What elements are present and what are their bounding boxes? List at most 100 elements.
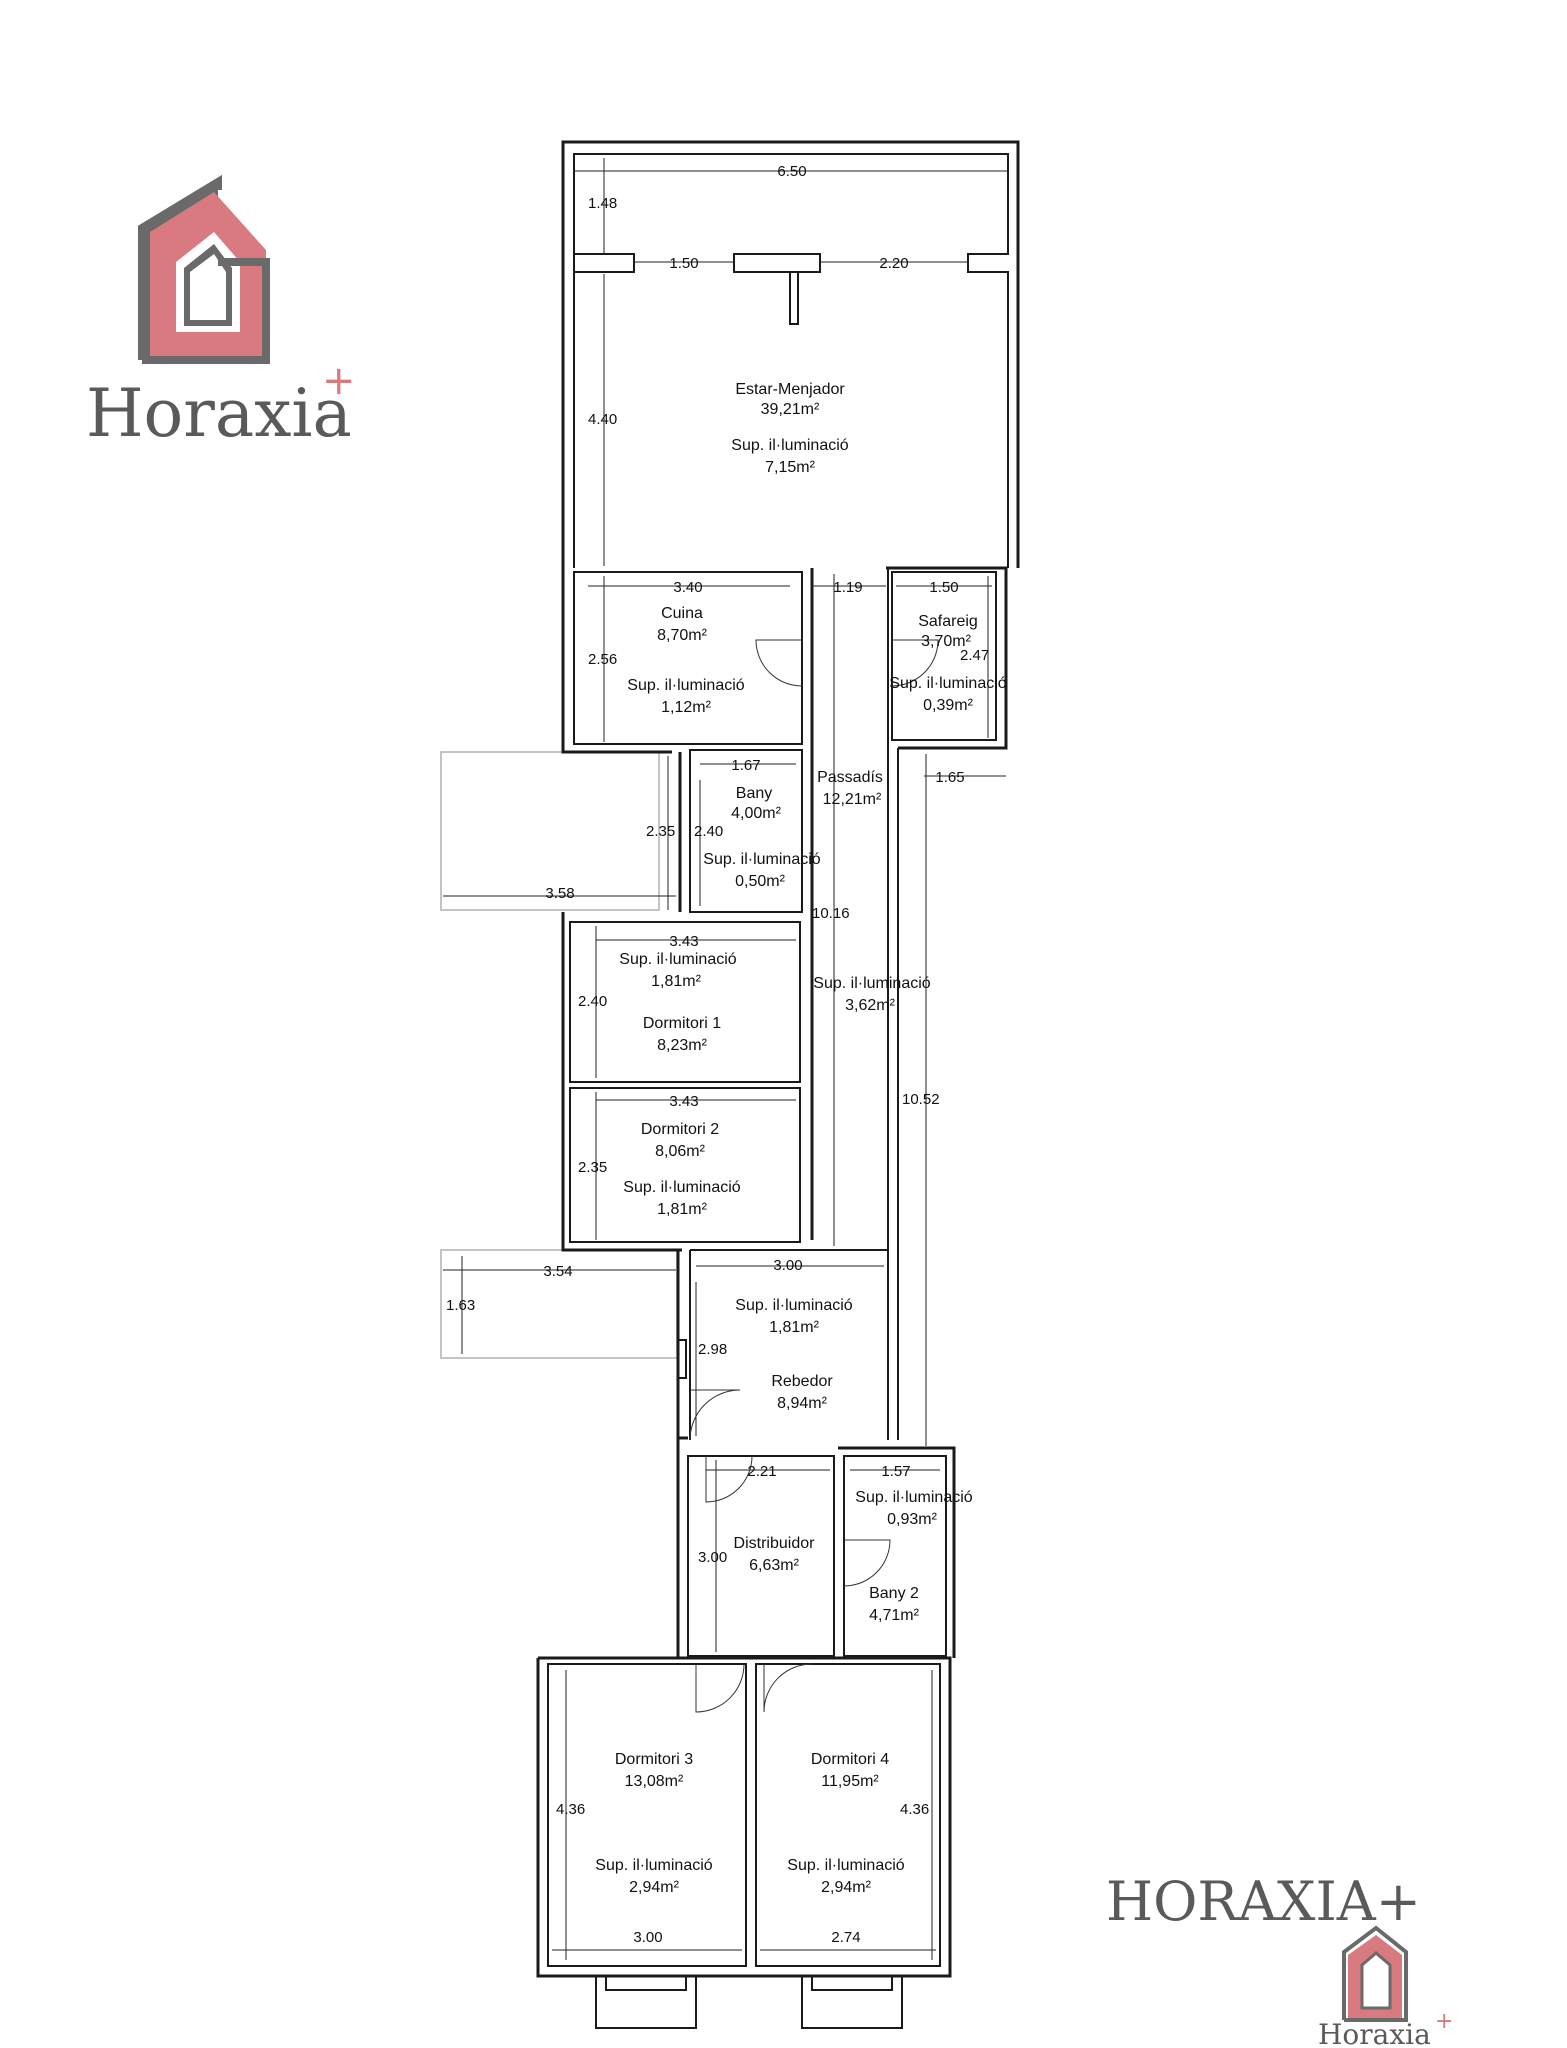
dim-343b: 3.43 bbox=[669, 1093, 698, 1110]
room-dormitori-3: Dormitori 3 13,08m² Sup. il·luminació 2,… bbox=[595, 1751, 712, 1896]
room-name: Bany 2 bbox=[869, 1585, 919, 1602]
room-light-label: Sup. il·luminació bbox=[703, 851, 820, 868]
logo-top-left: Horaxia + bbox=[86, 174, 356, 452]
room-area: 4,00m² bbox=[731, 805, 781, 822]
dim-1052: 10.52 bbox=[902, 1091, 940, 1108]
dim-165: 1.65 bbox=[935, 769, 964, 786]
logo-bottom-right-small-plus: + bbox=[1435, 2009, 1453, 2034]
room-area: 8,94m² bbox=[777, 1395, 827, 1412]
room-area: 12,21m² bbox=[823, 791, 882, 808]
room-area: 11,95m² bbox=[821, 1773, 879, 1790]
dim-354: 3.54 bbox=[543, 1263, 572, 1280]
room-name: Passadís bbox=[817, 769, 883, 786]
room-passadis: Passadís 12,21m² Sup. il·luminació 3,62m… bbox=[813, 769, 930, 1014]
dim-436b: 4.36 bbox=[900, 1801, 929, 1818]
doors bbox=[689, 639, 939, 1713]
room-light-label: Sup. il·luminació bbox=[731, 437, 848, 454]
dim-256: 2.56 bbox=[588, 651, 617, 668]
dim-157: 1.57 bbox=[881, 1463, 910, 1480]
room-light-label: Sup. il·luminació bbox=[855, 1489, 972, 1506]
room-light-area: 0,93m² bbox=[887, 1511, 937, 1528]
logo-bottom-right: HORAXIA+ Horaxia + bbox=[1106, 1870, 1453, 2048]
room-light-label: Sup. il·luminació bbox=[787, 1857, 904, 1874]
logo-top-left-plus: + bbox=[322, 358, 356, 404]
dim-247: 2.47 bbox=[960, 647, 989, 664]
room-area: 39,21m² bbox=[761, 401, 820, 418]
logo-bottom-right-small-text: Horaxia bbox=[1318, 2018, 1431, 2048]
dim-163: 1.63 bbox=[446, 1297, 475, 1314]
room-area: 4,71m² bbox=[869, 1607, 919, 1624]
room-dormitori-2: Dormitori 2 8,06m² Sup. il·luminació 1,8… bbox=[623, 1121, 740, 1218]
room-light-label: Sup. il·luminació bbox=[813, 975, 930, 992]
dim-221: 2.21 bbox=[747, 1463, 776, 1480]
room-dormitori-1: Sup. il·luminació 1,81m² Dormitori 1 8,2… bbox=[619, 951, 736, 1054]
room-area: 8,70m² bbox=[657, 627, 707, 644]
room-name: Cuina bbox=[661, 605, 703, 622]
dim-300a: 3.00 bbox=[773, 1257, 802, 1274]
dim-150a: 1.50 bbox=[669, 255, 698, 272]
room-name: Dormitori 2 bbox=[641, 1121, 719, 1138]
room-light-area: 3,62m² bbox=[845, 997, 895, 1014]
dim-300c: 3.00 bbox=[633, 1929, 662, 1946]
room-area: 3,70m² bbox=[921, 633, 971, 650]
room-name: Dormitori 4 bbox=[811, 1751, 889, 1768]
dim-150b: 1.50 bbox=[929, 579, 958, 596]
room-dormitori-4: Dormitori 4 11,95m² Sup. il·luminació 2,… bbox=[787, 1751, 904, 1896]
dim-650: 6.50 bbox=[777, 163, 806, 180]
dim-119: 1.19 bbox=[833, 579, 862, 596]
dimension-lines bbox=[443, 158, 1008, 1960]
room-light-area: 7,15m² bbox=[765, 459, 815, 476]
room-light-area: 0,39m² bbox=[923, 697, 973, 714]
room-name: Bany bbox=[736, 785, 772, 802]
room-name: Dormitori 1 bbox=[643, 1015, 721, 1032]
room-light-label: Sup. il·luminació bbox=[735, 1297, 852, 1314]
room-area: 8,23m² bbox=[657, 1037, 707, 1054]
logo-top-left-text: Horaxia bbox=[86, 375, 352, 452]
room-light-area: 1,81m² bbox=[769, 1319, 819, 1336]
room-light-area: 0,50m² bbox=[735, 873, 785, 890]
room-labels: Estar-Menjador 39,21m² Sup. il·luminació… bbox=[595, 381, 1006, 1896]
room-area: 13,08m² bbox=[625, 1773, 684, 1790]
room-distribuidor: Distribuidor 6,63m² bbox=[734, 1535, 816, 1574]
room-light-area: 1,12m² bbox=[661, 699, 711, 716]
room-estar-menjador: Estar-Menjador 39,21m² Sup. il·luminació… bbox=[731, 381, 848, 476]
room-bany-2: Sup. il·luminació 0,93m² Bany 2 4,71m² bbox=[855, 1489, 972, 1624]
room-light-label: Sup. il·luminació bbox=[623, 1179, 740, 1196]
room-area: 8,06m² bbox=[655, 1143, 705, 1160]
room-light-area: 1,81m² bbox=[651, 973, 701, 990]
dim-148: 1.48 bbox=[588, 195, 617, 212]
room-name: Safareig bbox=[918, 613, 978, 630]
room-light-label: Sup. il·luminació bbox=[627, 677, 744, 694]
room-area: 6,63m² bbox=[749, 1557, 799, 1574]
dim-235a: 2.35 bbox=[646, 823, 675, 840]
dim-274: 2.74 bbox=[831, 1929, 860, 1946]
dim-240b: 2.40 bbox=[578, 993, 607, 1010]
room-light-area: 1,81m² bbox=[657, 1201, 707, 1218]
walls bbox=[536, 140, 1020, 2029]
dim-220: 2.20 bbox=[879, 255, 908, 272]
dim-343a: 3.43 bbox=[669, 933, 698, 950]
dim-298: 2.98 bbox=[698, 1341, 727, 1358]
room-light-area: 2,94m² bbox=[629, 1879, 679, 1896]
dim-440: 4.40 bbox=[588, 411, 617, 428]
room-light-area: 2,94m² bbox=[821, 1879, 871, 1896]
room-name: Rebedor bbox=[771, 1373, 833, 1390]
room-name: Dormitori 3 bbox=[615, 1751, 693, 1768]
room-light-label: Sup. il·luminació bbox=[889, 675, 1006, 692]
room-cuina: Cuina 8,70m² Sup. il·luminació 1,12m² bbox=[627, 605, 744, 716]
dim-240a: 2.40 bbox=[694, 823, 723, 840]
room-light-label: Sup. il·luminació bbox=[595, 1857, 712, 1874]
dim-436a: 4.36 bbox=[556, 1801, 585, 1818]
dim-167: 1.67 bbox=[731, 757, 760, 774]
room-light-label: Sup. il·luminació bbox=[619, 951, 736, 968]
room-name: Distribuidor bbox=[734, 1535, 816, 1552]
room-safareig: Safareig 3,70m² Sup. il·luminació 0,39m² bbox=[889, 613, 1006, 714]
dim-235b: 2.35 bbox=[578, 1159, 607, 1176]
dim-340: 3.40 bbox=[673, 579, 702, 596]
dim-358: 3.58 bbox=[545, 885, 574, 902]
room-name: Estar-Menjador bbox=[735, 381, 845, 398]
dim-300b: 3.00 bbox=[698, 1549, 727, 1566]
room-bany: Bany 4,00m² Sup. il·luminació 0,50m² bbox=[703, 785, 820, 890]
logo-bottom-right-text: HORAXIA+ bbox=[1106, 1870, 1421, 1933]
